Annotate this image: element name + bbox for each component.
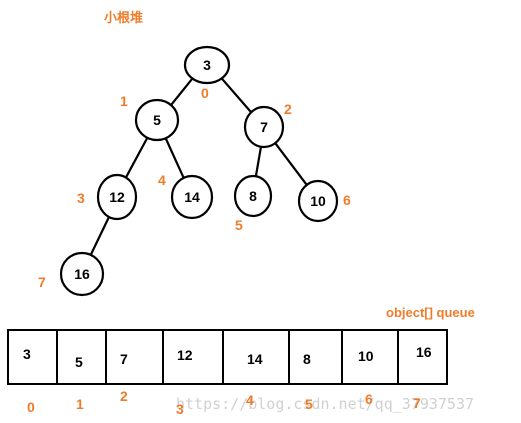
array-indices: 0 1 2 3 4 5 6 7 xyxy=(27,388,421,417)
tree-node-circle xyxy=(243,105,285,149)
tree-node-index: 4 xyxy=(158,172,166,188)
array-cell-4: 14 xyxy=(222,329,290,385)
tree-edge-0-2 xyxy=(219,76,254,115)
tree-node-7: 16 xyxy=(59,251,105,297)
array-cell-5: 8 xyxy=(288,329,343,385)
array-cell-box xyxy=(341,329,399,385)
tree-node-5: 8 xyxy=(233,174,273,218)
array-index-2: 2 xyxy=(120,388,128,404)
array-cell-1: 5 xyxy=(56,329,107,385)
array-cell-value: 7 xyxy=(120,351,128,367)
array-index-4: 4 xyxy=(246,392,254,408)
array-cell-value: 12 xyxy=(177,347,193,363)
tree-edges xyxy=(88,76,309,258)
tree-edge-1-4 xyxy=(163,135,186,181)
tree-node-3: 12 xyxy=(96,173,138,221)
array-cell-box xyxy=(56,329,107,385)
tree-node-circle xyxy=(183,45,231,85)
tree-edge-0-1 xyxy=(168,76,195,108)
tree-node-index: 7 xyxy=(38,274,46,290)
array-cell-7: 16 xyxy=(397,329,448,385)
tree-edge-2-6 xyxy=(273,140,309,188)
tree-node-value: 12 xyxy=(109,189,125,205)
tree-node-value: 10 xyxy=(310,193,326,209)
array-cell-value: 10 xyxy=(358,348,374,364)
array-index-6: 6 xyxy=(365,391,373,407)
array-cell-value: 8 xyxy=(303,351,311,367)
tree-node-value: 14 xyxy=(184,189,200,205)
tree-node-1: 5 xyxy=(134,98,180,142)
array-cell-box xyxy=(397,329,448,385)
tree-node-index: 2 xyxy=(284,101,292,117)
array-cell-value: 5 xyxy=(75,354,83,370)
tree-node-index: 6 xyxy=(343,192,351,208)
array-cell-box xyxy=(288,329,343,385)
tree-node-value: 8 xyxy=(249,188,257,204)
tree-node-circle xyxy=(297,179,339,223)
tree-node-6: 10 xyxy=(297,179,339,223)
tree-edge-1-3 xyxy=(123,135,150,180)
watermark-text: https://blog.csdn.net/qq_37937537 xyxy=(176,395,474,413)
tree-node-index: 3 xyxy=(77,190,85,206)
tree-node-index: 1 xyxy=(120,93,128,109)
array-index-5: 5 xyxy=(305,396,313,412)
array-cell-6: 10 xyxy=(341,329,399,385)
tree-node-0: 3 xyxy=(183,45,231,85)
diagram-title: 小根堆 xyxy=(104,10,143,26)
tree-node-circle xyxy=(134,98,180,142)
array-cells: 3 5 7 12 14 8 10 16 xyxy=(7,329,448,385)
tree-node-value: 3 xyxy=(203,57,211,73)
tree-edge-2-5 xyxy=(254,144,263,179)
tree-node-value: 5 xyxy=(153,112,161,128)
array-index-0: 0 xyxy=(27,399,35,415)
array-index-1: 1 xyxy=(76,396,84,412)
tree-node-circle xyxy=(233,174,273,218)
tree-node-value: 7 xyxy=(260,119,268,135)
array-index-3: 3 xyxy=(176,401,184,417)
tree-node-circle xyxy=(59,251,105,297)
tree-node-circle xyxy=(170,174,214,220)
tree-node-4: 14 xyxy=(170,174,214,220)
tree-edge-3-7 xyxy=(88,214,111,258)
array-label: object[] queue xyxy=(386,305,475,320)
array-cell-3: 12 xyxy=(162,329,224,385)
tree-node-circle xyxy=(96,173,138,221)
array-cell-value: 16 xyxy=(416,344,432,360)
array-index-7: 7 xyxy=(413,395,421,411)
array-cell-2: 7 xyxy=(105,329,164,385)
array-cell-box xyxy=(7,329,58,385)
tree-node-2: 7 xyxy=(243,105,285,149)
array-cell-box xyxy=(105,329,164,385)
array-cell-value: 3 xyxy=(23,346,31,362)
tree-node-index: 0 xyxy=(201,85,209,101)
array-cell-0: 3 xyxy=(7,329,58,385)
array-cell-box xyxy=(162,329,224,385)
tree-node-index: 5 xyxy=(235,217,243,233)
array-cell-value: 14 xyxy=(247,351,263,367)
tree-node-value: 16 xyxy=(74,266,90,282)
